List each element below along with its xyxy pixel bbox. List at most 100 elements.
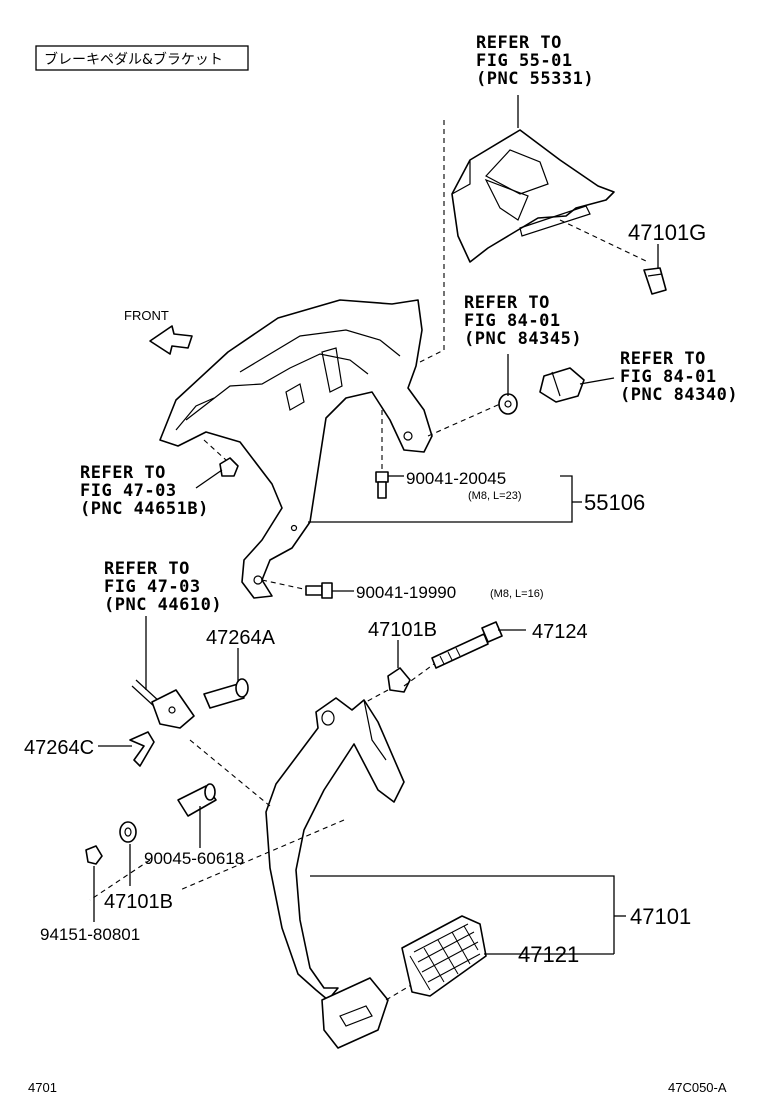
nut-dash: [203, 439, 227, 461]
clevis-pin-47264a: [203, 678, 249, 709]
bracket-flange: [185, 353, 369, 421]
footer-fig-id: 47C050-A: [668, 1080, 727, 1095]
nut-44651b: [219, 457, 239, 477]
cover-outline: [451, 129, 615, 263]
label-47101b-top: 47101B: [368, 619, 437, 641]
cover-guide-dash: [419, 120, 445, 363]
title-box: ブレーキペダル&ブラケット: [35, 45, 249, 71]
pedal-pad-47121: [401, 915, 487, 997]
bolt-b-head: [321, 582, 333, 599]
bracket-lip: [175, 397, 215, 431]
bolt-b-dash: [261, 579, 309, 591]
leader-pedal: [310, 875, 615, 954]
front-arrow: FRONT: [124, 308, 193, 355]
clip-ring: [498, 393, 518, 415]
pin-shaft: [203, 683, 245, 709]
switch-body: [539, 367, 585, 403]
bracket-hole: [285, 383, 305, 411]
clip-47264c: [129, 731, 155, 767]
pushrod-line-1: [135, 679, 161, 703]
leader-ref-84340: [579, 377, 615, 385]
ref-84345-line3: (PNC 84345): [464, 329, 582, 349]
label-bolt-a: 90041-20045: [406, 469, 506, 488]
clevis-hole: [168, 706, 176, 714]
bolt-a-shank: [377, 481, 387, 499]
nut-94151: [85, 845, 103, 865]
ref-44651b-line2: FIG 47-03: [80, 481, 177, 501]
callout-ref-44610: REFER TO FIG 47-03 (PNC 44610): [104, 559, 222, 615]
label-47264a: 47264A: [206, 627, 276, 649]
bolt-90041-20045: [375, 471, 389, 499]
ref-44610-line1: REFER TO: [104, 559, 190, 579]
bushing-dash: [179, 819, 345, 891]
front-arrow-icon: [149, 325, 193, 355]
callout-ref-44651b: REFER TO FIG 47-03 (PNC 44651B): [80, 463, 209, 519]
brake-pedal-47101: [265, 697, 405, 1049]
ref-44651b-line3: (PNC 44651B): [80, 499, 209, 519]
ref-84340-line1: REFER TO: [620, 349, 706, 369]
clevis-body: [151, 689, 195, 729]
cover-bolt-dash: [559, 219, 649, 263]
cover-window-2: [484, 178, 529, 221]
callout-ref-55331: REFER TO FIG 55-01 (PNC 55331): [476, 33, 594, 89]
title-text: ブレーキペダル&ブラケット: [44, 51, 223, 68]
ref-84340-line3: (PNC 84340): [620, 385, 738, 405]
cover-edge: [451, 160, 471, 195]
callout-ref-84345: REFER TO FIG 84-01 (PNC 84345): [464, 293, 582, 349]
front-label: FRONT: [124, 308, 169, 323]
cover-slot: [519, 205, 591, 237]
pedal-arm: [265, 697, 405, 1001]
bolt-b-shank: [305, 585, 323, 596]
ref-84345-line2: FIG 84-01: [464, 311, 561, 331]
collar-47101b-bottom: [119, 821, 137, 843]
stop-lamp-switch: [539, 367, 585, 403]
switch-clip: [498, 393, 518, 415]
switch-line: [551, 371, 561, 397]
bracket-ridge: [239, 329, 401, 373]
leader-bracket-a: [308, 475, 573, 523]
ref-44610-line3: (PNC 44610): [104, 595, 222, 615]
bracket-mount-hole: [403, 431, 413, 441]
bracket-boss: [321, 347, 343, 393]
pad-pattern: [409, 923, 481, 991]
label-bolt-b-spec: (M8, L=16): [490, 588, 544, 600]
bolt-47124-shank: [431, 633, 489, 669]
bolt-47124: [431, 621, 503, 669]
bushing-90045: [177, 783, 217, 817]
collar-center: [124, 827, 132, 837]
bolt-47101g-shape: [643, 267, 667, 295]
label-47101b-bottom: 47101B: [104, 891, 173, 913]
nut-94151-shape: [85, 845, 103, 865]
callout-ref-84340: REFER TO FIG 84-01 (PNC 84340): [620, 349, 738, 405]
collar-ring: [119, 821, 137, 843]
bracket-outline: [159, 299, 433, 599]
pedal-arm-edge: [363, 699, 387, 761]
ref-44610-line2: FIG 47-03: [104, 577, 201, 597]
label-47264c: 47264C: [24, 737, 94, 759]
ref-84345-line1: REFER TO: [464, 293, 550, 313]
ref-55331-line1: REFER TO: [476, 33, 562, 53]
nut-bottom-dash: [89, 859, 151, 901]
ref-84340-line2: FIG 84-01: [620, 367, 717, 387]
label-94151: 94151-80801: [40, 925, 140, 944]
pad-outline: [401, 915, 487, 997]
pin-head: [235, 678, 249, 698]
ref-55331-line3: (PNC 55331): [476, 69, 594, 89]
bracket-55106: [159, 299, 433, 599]
pushrod-clevis: [131, 679, 195, 729]
nut-47101b-top-shape: [387, 667, 411, 693]
label-47124: 47124: [532, 621, 588, 643]
pedal-foot-slot: [339, 1005, 373, 1027]
label-pedal: 47101: [630, 904, 691, 929]
pedal-foot-plate: [321, 977, 389, 1049]
nut-44651b-shape: [219, 457, 239, 477]
ref-55331-line2: FIG 55-01: [476, 51, 573, 71]
cover-part: [451, 129, 615, 263]
label-bracket: 55106: [584, 490, 645, 515]
label-47101g: 47101G: [628, 220, 706, 245]
label-bolt-a-spec: (M8, L=23): [468, 490, 522, 502]
leader-ref-44651b: [195, 469, 223, 489]
footer-page: 4701: [28, 1080, 57, 1095]
